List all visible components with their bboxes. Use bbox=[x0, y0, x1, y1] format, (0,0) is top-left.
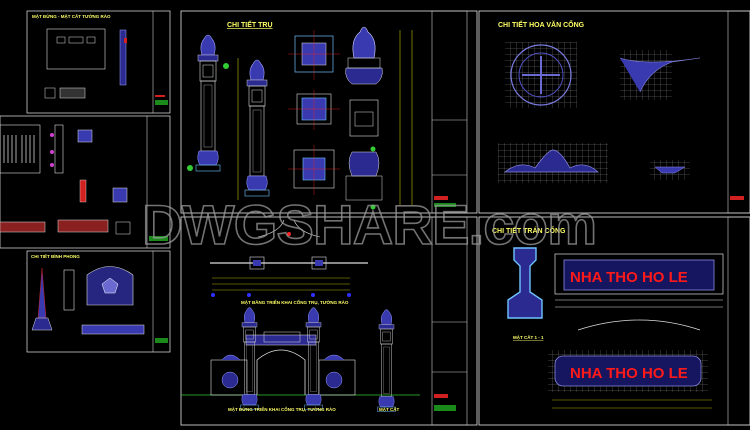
sheet-title: CHI TIẾT HOA VĂN CỔNG bbox=[498, 19, 585, 29]
pillar-side bbox=[244, 59, 270, 197]
gate-section-label: MẶT CẮT bbox=[379, 405, 399, 412]
sign-text-elevation: NHA THO HO LE bbox=[570, 269, 688, 286]
pillar-elevation bbox=[195, 34, 221, 172]
sheet-pillar-detail[interactable]: CHI TIẾT TRỤ bbox=[180, 10, 478, 214]
sheet-title: CHI TIẾT TRÁN CỔNG bbox=[492, 225, 566, 235]
sheet-title: MẶT ĐỨNG - MẶT CẮT TƯỜNG RÀO bbox=[32, 12, 111, 19]
section-label: MẶT CẮT 1 - 1 bbox=[513, 333, 544, 340]
watermark: DWGSHARE.com bbox=[142, 193, 597, 256]
sheet-gate-plan-elevation[interactable]: MẶT BẰNG TRIỂN KHAI CỔNG TRỤ, TƯỜNG RÀO … bbox=[180, 216, 478, 426]
sheet-left-middle[interactable] bbox=[0, 115, 171, 249]
sheet-ornament-detail[interactable]: CHI TIẾT HOA VĂN CỔNG bbox=[478, 10, 750, 214]
sign-text-plan: NHA THO HO LE bbox=[570, 365, 688, 382]
pillar-dragon-top bbox=[345, 26, 413, 210]
gate-elevation bbox=[181, 307, 420, 412]
sheet-title: CHI TIẾT TRỤ bbox=[227, 19, 273, 29]
gate-elevation-label: MẶT ĐỨNG TRIỂN KHAI CỔNG TRỤ, TƯỜNG RÀO bbox=[228, 405, 336, 412]
pillar-plan-sections bbox=[288, 30, 340, 195]
gate-plan-label: MẶT BẰNG TRIỂN KHAI CỔNG TRỤ, TƯỜNG RÀO bbox=[241, 298, 349, 305]
sheet-left-top[interactable]: MẶT ĐỨNG - MẶT CẮT TƯỜNG RÀO bbox=[26, 10, 171, 114]
sheet-title: CHI TIẾT BÌNH PHONG bbox=[31, 252, 80, 259]
sheet-gate-beam-detail[interactable]: CHI TIẾT TRÁN CỔNG MẶT CẮT 1 - 1 NHA THO… bbox=[478, 216, 750, 426]
sheet-left-bottom[interactable]: CHI TIẾT BÌNH PHONG bbox=[26, 250, 171, 353]
